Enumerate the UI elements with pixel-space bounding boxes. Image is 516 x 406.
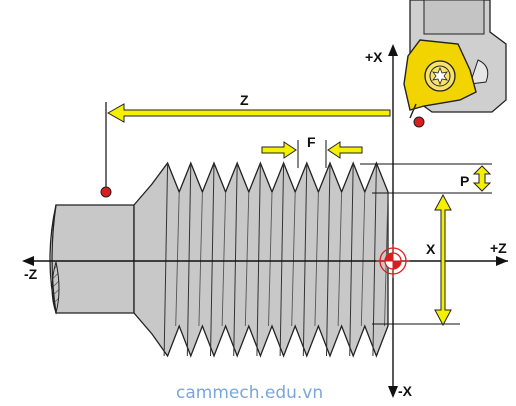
thread-flank-line — [349, 162, 354, 357]
start-point-dot-icon — [100, 186, 112, 198]
plus-z-label: +Z — [490, 240, 507, 256]
thread-root-line — [268, 191, 273, 327]
thread-root-line — [314, 191, 319, 327]
thread-flank-line — [233, 162, 238, 357]
minus-x-label: -X — [398, 383, 413, 399]
minus-z-label: -Z — [24, 266, 38, 282]
thread-flank-line — [279, 162, 285, 357]
thread-flank-line — [163, 162, 169, 357]
thread-root-line — [360, 191, 366, 327]
x-dimension: X — [372, 193, 460, 327]
x-dim-label: X — [426, 241, 436, 257]
thread-root-line — [198, 191, 203, 327]
x-axis — [388, 44, 398, 398]
thread-flank-line — [186, 162, 192, 357]
pitch-label: P — [460, 173, 469, 189]
plus-x-label: +X — [365, 49, 383, 65]
thread-root-line — [291, 191, 296, 327]
thread-flank-line — [326, 162, 331, 357]
z-axis — [22, 256, 508, 266]
z-dim-label: Z — [240, 92, 249, 108]
feed-label: F — [307, 134, 316, 150]
thread-root-line — [244, 191, 250, 327]
watermark: cammech.edu.vn — [176, 383, 323, 403]
feed-dimension: F — [261, 134, 363, 168]
pitch-dimension: P — [360, 163, 492, 194]
crosshair-icon — [376, 244, 410, 278]
thread-flank-line — [210, 162, 215, 357]
tool-tip-dot-icon — [413, 116, 425, 128]
workpiece-shaft — [49, 204, 135, 315]
thread-root-line — [221, 191, 227, 327]
thread-flank-line — [302, 162, 308, 357]
thread-root-line — [337, 191, 343, 327]
thread-root-line — [175, 191, 180, 327]
thread-profile — [133, 161, 389, 358]
z-dimension: Z — [105, 92, 391, 190]
thread-flank-line — [256, 162, 261, 357]
threading-insert — [403, 39, 477, 119]
